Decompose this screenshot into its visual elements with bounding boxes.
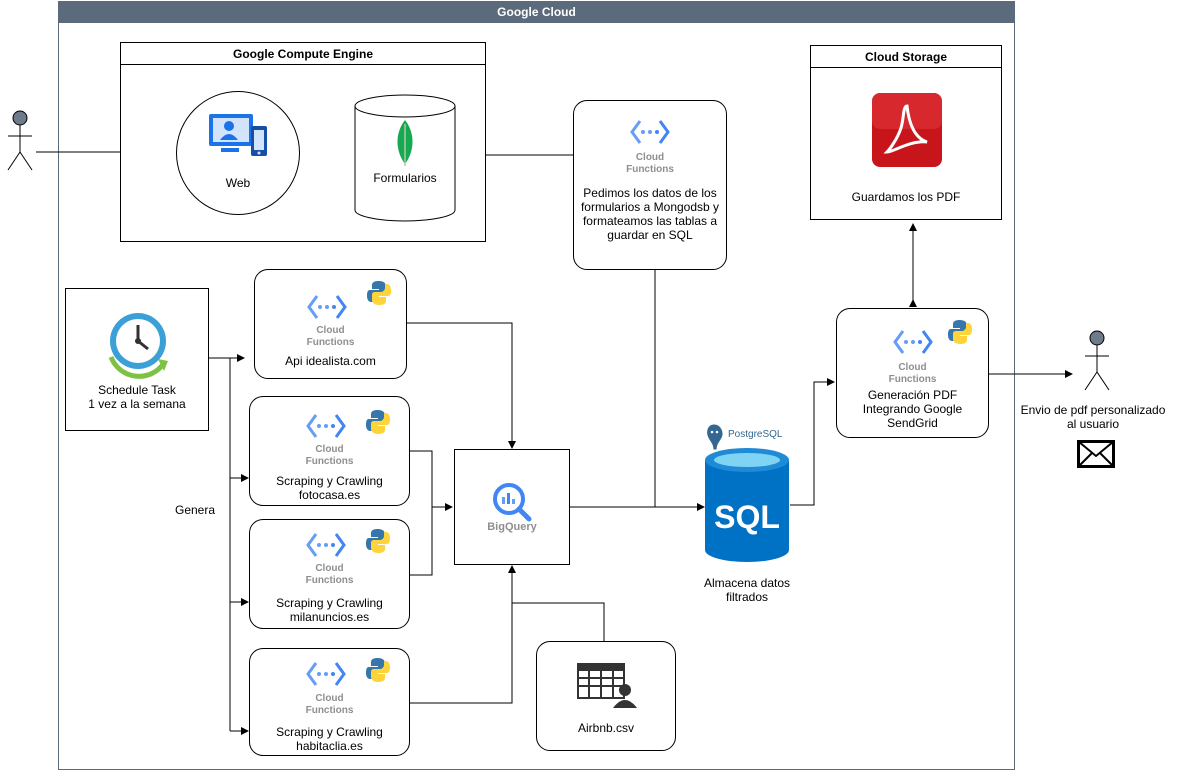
mongodb-leaf-icon <box>397 120 413 166</box>
bigquery-icon <box>493 483 532 522</box>
cloud-storage-label: Guardamos los PDF <box>851 190 961 204</box>
edge-fotocasa-bq <box>410 450 453 511</box>
table-user-icon <box>577 663 637 708</box>
web-label: Web <box>225 176 251 190</box>
web-devices-icon <box>209 114 267 156</box>
python-icon <box>366 529 390 553</box>
formularios-db[interactable] <box>354 94 456 222</box>
cloud-functions-icon <box>630 120 670 144</box>
cloud-storage-title: Cloud Storage <box>811 46 1001 68</box>
web-node[interactable]: Web <box>176 91 300 215</box>
schedule-task-label: Schedule Task 1 vez a la semana <box>88 383 186 411</box>
envelope-icon <box>1077 440 1115 468</box>
user-actor-icon <box>7 110 33 171</box>
python-icon <box>366 410 390 434</box>
edge-airbnb-bq <box>512 602 605 641</box>
postgresql-logo-text: PostgreSQL <box>728 429 783 440</box>
cloud-functions-icon <box>306 414 346 438</box>
postgresql-logo: PostgreSQL <box>706 423 783 451</box>
python-icon <box>367 281 391 305</box>
airbnb-csv-label: Airbnb.csv <box>577 721 635 735</box>
bigquery-label: BigQuery <box>487 521 537 533</box>
sql-text: SQL <box>714 499 780 535</box>
formularios-label: Formularios <box>373 171 437 185</box>
cloud-functions-icon <box>307 295 347 319</box>
recipient-actor-icon <box>1084 330 1110 391</box>
airbnb-csv-node[interactable]: Airbnb.csv <box>536 641 676 751</box>
pdf-icon <box>872 93 942 167</box>
google-cloud-title: Google Cloud <box>58 1 1015 23</box>
transform-function-label: Pedimos los datos de los formularios a M… <box>580 186 720 242</box>
compute-engine-title: Google Compute Engine <box>121 43 485 65</box>
cloud-functions-icon <box>306 662 346 686</box>
edge-habitaclia-bq <box>410 565 516 704</box>
edge-milanuncios-bq <box>410 507 433 576</box>
edge-api-bq <box>407 322 516 449</box>
schedule-task-node[interactable]: Schedule Task 1 vez a la semana <box>65 288 209 431</box>
function-idealista-label: Api idealista.com <box>285 354 376 368</box>
cloud-functions-icon <box>306 533 346 557</box>
clock-icon <box>108 313 168 379</box>
edge-schedule-trunk <box>209 357 231 731</box>
genera-label: Genera <box>174 503 216 517</box>
python-icon <box>366 658 390 682</box>
bigquery-node[interactable]: BigQuery <box>454 449 570 565</box>
cloud-functions-icon <box>893 330 933 354</box>
edge-sql-pdf <box>790 378 835 506</box>
cloud-storage-group: Cloud Storage Guardamos los PDF <box>810 45 1002 220</box>
sql-database-icon[interactable]: SQL <box>704 448 790 564</box>
python-icon <box>948 320 972 344</box>
